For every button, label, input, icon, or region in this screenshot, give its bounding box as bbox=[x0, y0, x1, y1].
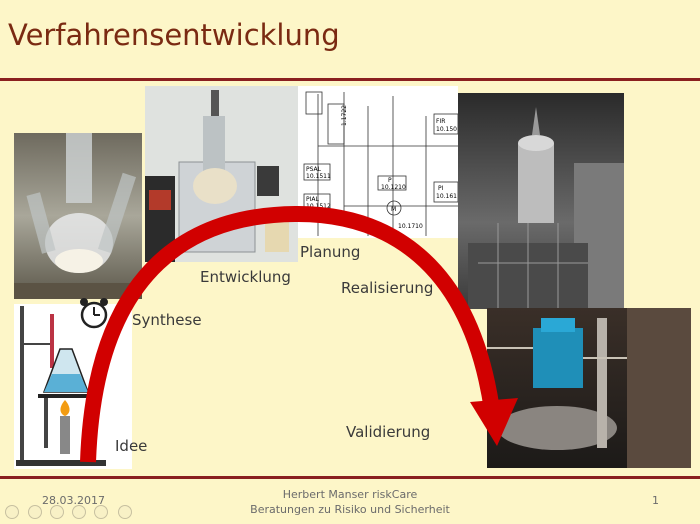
stage-label-idee: Idee bbox=[115, 437, 148, 455]
footer-author: Herbert Manser riskCare bbox=[282, 488, 418, 501]
zoom-button[interactable] bbox=[94, 505, 108, 519]
pid-tag-p: P bbox=[388, 177, 392, 184]
pid-tag-101210: 10.1210 bbox=[381, 184, 406, 191]
reactor-apparatus-photo bbox=[145, 86, 298, 262]
pid-tag-10161: 10.161 bbox=[436, 193, 457, 200]
plant-hall-photo bbox=[487, 308, 691, 468]
title-rule bbox=[0, 78, 700, 81]
alarm-clock-icon bbox=[77, 296, 111, 330]
pid-tag-101710: 10.1710 bbox=[398, 223, 423, 230]
industrial-tank-photo bbox=[458, 93, 624, 309]
pid-tag-pial: PIAL bbox=[306, 196, 319, 203]
pid-tag-fir: FIR bbox=[436, 118, 445, 125]
pen-tool-button[interactable] bbox=[50, 505, 64, 519]
stage-label-synthese: Synthese bbox=[132, 311, 202, 329]
footer-author-block: Herbert Manser riskCare Beratungen zu Ri… bbox=[200, 487, 500, 517]
stage-label-entwicklung: Entwicklung bbox=[200, 268, 291, 286]
pid-tag-10150: 10.150 bbox=[436, 126, 457, 133]
pid-tag-11722: 1.1722 bbox=[341, 105, 348, 126]
stage-label-validierung: Validierung bbox=[346, 423, 431, 441]
more-options-button[interactable] bbox=[118, 505, 132, 519]
footer-rule bbox=[0, 476, 700, 479]
footer-date: 28.03.2017 bbox=[42, 494, 105, 507]
pid-tag-101511: 10.1511 bbox=[306, 173, 331, 180]
slide-title: Verfahrensentwicklung bbox=[8, 18, 340, 52]
footer-page-number: 1 bbox=[652, 494, 659, 507]
prev-slide-button[interactable] bbox=[5, 505, 19, 519]
pid-tag-m: M bbox=[391, 206, 396, 213]
stage-label-realisierung: Realisierung bbox=[341, 279, 434, 297]
piping-instrumentation-diagram: FIR 10.150 PSAL 10.1511 PIAL 10.1512 P 1… bbox=[298, 86, 458, 238]
footer-subtitle: Beratungen zu Risiko und Sicherheit bbox=[250, 503, 450, 516]
slides-grid-button[interactable] bbox=[72, 505, 86, 519]
pid-tag-101712: 10.1712 bbox=[350, 223, 375, 230]
next-slide-button[interactable] bbox=[28, 505, 42, 519]
glass-flask-photo bbox=[14, 133, 142, 299]
stage-label-planung: Planung bbox=[300, 243, 361, 261]
pid-tag-101512: 10.1512 bbox=[306, 203, 331, 210]
pid-tag-pi: PI bbox=[438, 185, 444, 192]
pid-tag-psal: PSAL bbox=[306, 166, 322, 173]
